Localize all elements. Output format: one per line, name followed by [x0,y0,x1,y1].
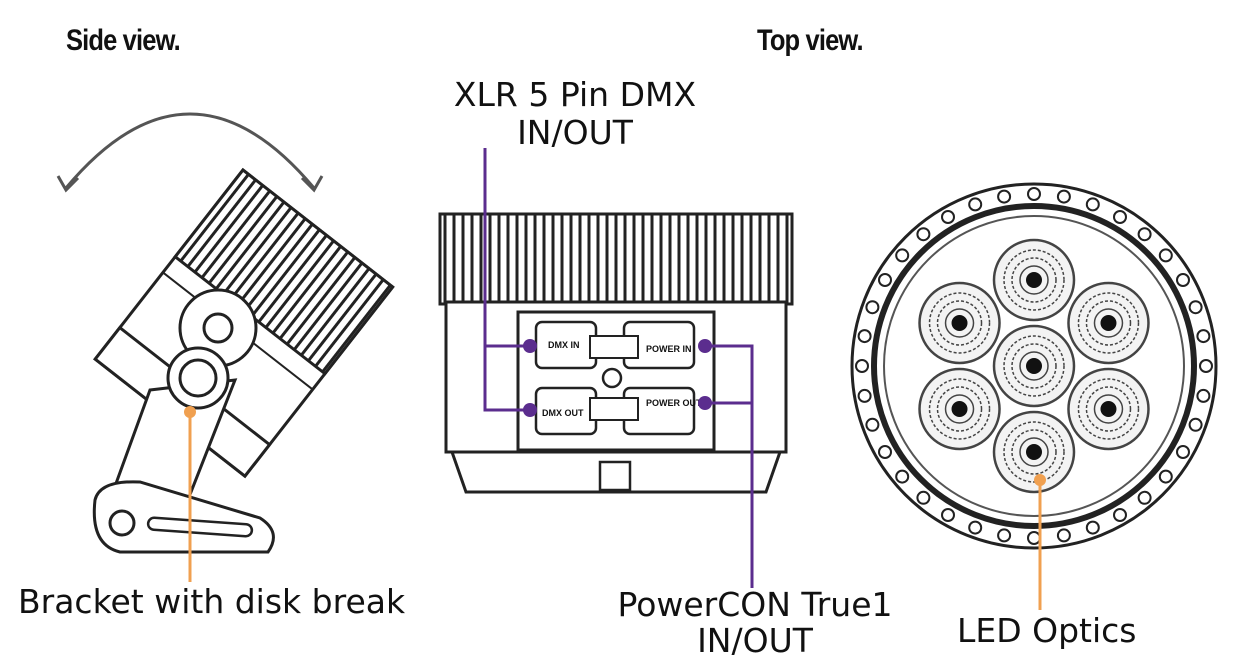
rim-tab [916,490,931,505]
rim-tab [1056,189,1071,204]
side-view-title: Side view. [66,24,181,57]
rim-tab [878,273,892,287]
rim-tab [1113,210,1127,224]
led-optic [992,238,1076,322]
powercon-callout: PowerCON True1 IN/OUT [600,587,910,659]
rim-tab [857,388,872,403]
rim-tab [1027,531,1041,545]
front-view-drawing [850,182,1218,610]
power-in-leader-dot [698,339,712,353]
dmx-out-latch [589,397,639,421]
rim-tab [865,417,880,432]
rim-tab [1188,300,1203,315]
rim-tab [878,445,892,459]
rim-tab [968,197,983,212]
rear-latch [598,460,632,492]
rim-tab [1137,490,1152,505]
rim-tab [1199,359,1213,373]
power-out-label: POWER OUT [646,398,702,408]
tilt-arrow-head-left [56,175,80,193]
rim-tab [1196,329,1211,344]
rim-tab [857,329,872,344]
rim-tab [968,520,983,535]
rim-tab [1196,388,1211,403]
rim-tab [1176,445,1190,459]
led-optics-callout: LED Optics [957,611,1137,650]
led-optic [992,410,1076,494]
led-leader-dot [1034,474,1046,486]
top-view-title: Top view. [757,24,864,57]
xlr-leader-lines [483,148,530,412]
rim-tab [1176,273,1190,287]
rim-tab [865,300,880,315]
rim-tab [855,359,869,373]
dmx-out-label: DMX OUT [542,408,584,418]
xlr-callout: XLR 5 Pin DMX IN/OUT [430,76,720,152]
led-optic [918,281,1001,365]
rim-tab [895,248,910,263]
rim-tab [1158,469,1173,484]
rim-tab [895,469,910,484]
xlr-callout-line2: IN/OUT [517,113,633,152]
rim-tab [1027,187,1041,201]
dmx-in-latch [589,335,639,359]
rim-tab [1085,520,1100,535]
led-optics-group [918,238,1150,494]
rim-tab [941,210,955,224]
powercon-leader-lines [705,344,754,588]
led-optic [1067,367,1150,451]
led-optic [992,324,1076,408]
rim-tab [916,227,931,242]
panel-fuse [601,367,623,389]
rim-tab [997,189,1012,204]
xlr-callout-line1: XLR 5 Pin DMX [453,75,697,114]
power-in-label: POWER IN [646,344,692,354]
side-bracket [92,288,275,554]
bracket-callout: Bracket with disk break [18,582,406,621]
rim-tab [1113,508,1127,522]
rim-tab [1158,248,1173,263]
rim-tab [1188,417,1203,432]
dmx-in-label: DMX IN [548,340,580,350]
rim-tab [1056,528,1071,543]
power-out-leader-dot [698,396,712,410]
tilt-arrow-head-right [300,175,324,193]
powercon-callout-line1: PowerCON True1 [617,585,893,624]
rim-tab [1085,197,1100,212]
rear-view-drawing: DMX IN DMX OUT POWER IN POWER OUT [438,148,794,588]
rim-tab [1137,227,1152,242]
side-view-drawing [56,112,395,582]
led-optic [1067,281,1150,365]
front-rim-tabs [855,187,1213,545]
led-optic [918,367,1001,451]
dmx-in-leader-dot [523,339,537,353]
rim-tab [941,508,955,522]
rear-fins [438,212,794,306]
dmx-out-leader-dot [523,403,537,417]
tilt-arrow [64,112,316,189]
powercon-callout-line2: IN/OUT [697,621,813,660]
bracket-leader-dot [184,406,196,418]
rim-tab [997,528,1012,543]
